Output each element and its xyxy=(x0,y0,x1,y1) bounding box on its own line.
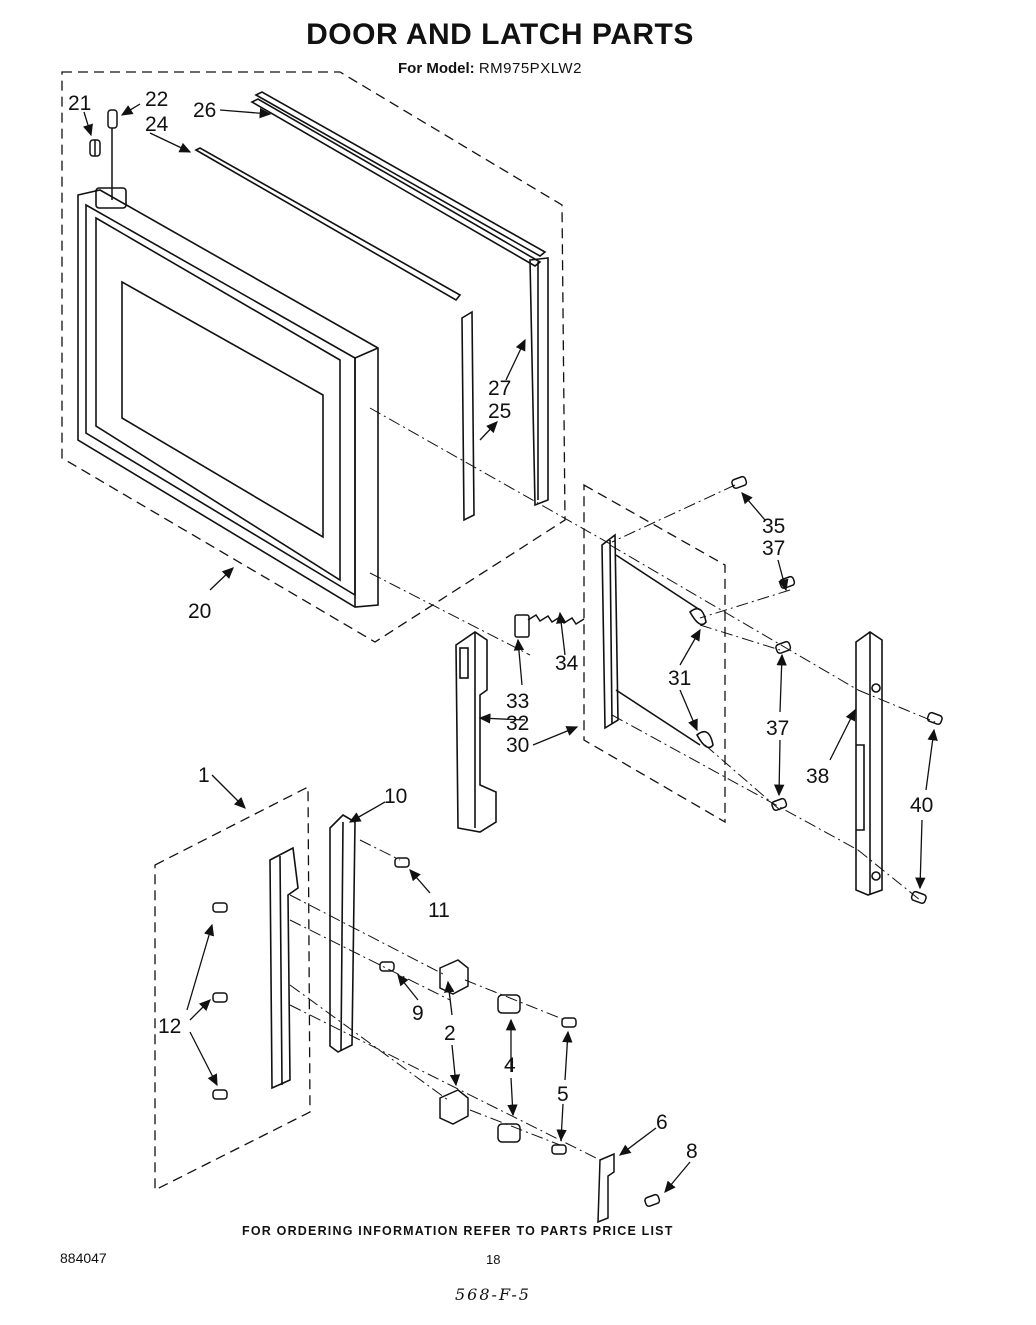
label-22: 22 xyxy=(145,88,168,111)
handle-plate xyxy=(855,631,883,896)
gasket-strips xyxy=(194,91,549,522)
label-40: 40 xyxy=(910,794,933,817)
hinge-small-parts xyxy=(212,857,661,1224)
label-30: 30 xyxy=(506,734,529,757)
label-5: 5 xyxy=(557,1083,569,1106)
label-34: 34 xyxy=(555,652,579,675)
hinge-group-outline xyxy=(154,785,311,1192)
latch-group-outline xyxy=(583,483,726,824)
door-handle xyxy=(455,631,497,833)
label-10: 10 xyxy=(384,785,407,808)
door-panel xyxy=(77,187,379,608)
label-12: 12 xyxy=(158,1015,181,1038)
label-37-mid: 37 xyxy=(766,717,789,740)
handwritten-note: 568-F-5 xyxy=(455,1285,531,1304)
hinge-alignment-lines xyxy=(289,839,601,1161)
latch-plate xyxy=(601,533,714,749)
label-32: 32 xyxy=(506,712,529,735)
door-group-outline xyxy=(61,71,566,643)
model-line: For Model: RM975PXLW2 xyxy=(398,60,582,77)
page-title: DOOR AND LATCH PARTS xyxy=(306,18,694,51)
label-37-top: 37 xyxy=(762,537,785,560)
label-8: 8 xyxy=(686,1140,698,1163)
top-screws xyxy=(89,109,118,200)
page-number: 18 xyxy=(486,1252,501,1267)
leader-arrows xyxy=(82,103,938,1193)
channel-10 xyxy=(329,813,356,1053)
screws-35-37-40 xyxy=(731,475,943,904)
label-11: 11 xyxy=(428,899,450,922)
model-number: RM975PXLW2 xyxy=(478,60,582,77)
label-20: 20 xyxy=(188,600,211,623)
spring-and-plunger xyxy=(514,613,585,638)
label-2: 2 xyxy=(444,1022,456,1045)
label-1: 1 xyxy=(198,764,210,787)
label-24: 24 xyxy=(145,113,169,136)
model-prefix: For Model: xyxy=(398,60,475,77)
label-31: 31 xyxy=(668,667,691,690)
label-4: 4 xyxy=(504,1054,516,1077)
label-35: 35 xyxy=(762,515,785,538)
label-33: 33 xyxy=(506,690,529,713)
label-25: 25 xyxy=(488,400,511,423)
label-27: 27 xyxy=(488,377,511,400)
label-26: 26 xyxy=(193,99,216,122)
ordering-note: FOR ORDERING INFORMATION REFER TO PARTS … xyxy=(242,1224,674,1238)
label-6: 6 xyxy=(656,1111,668,1134)
label-38: 38 xyxy=(806,765,829,788)
label-21: 21 xyxy=(68,92,91,115)
label-9: 9 xyxy=(412,1002,424,1025)
document-number: 884047 xyxy=(60,1250,107,1266)
alignment-lines xyxy=(369,407,936,901)
hinge-bracket xyxy=(269,846,299,1090)
